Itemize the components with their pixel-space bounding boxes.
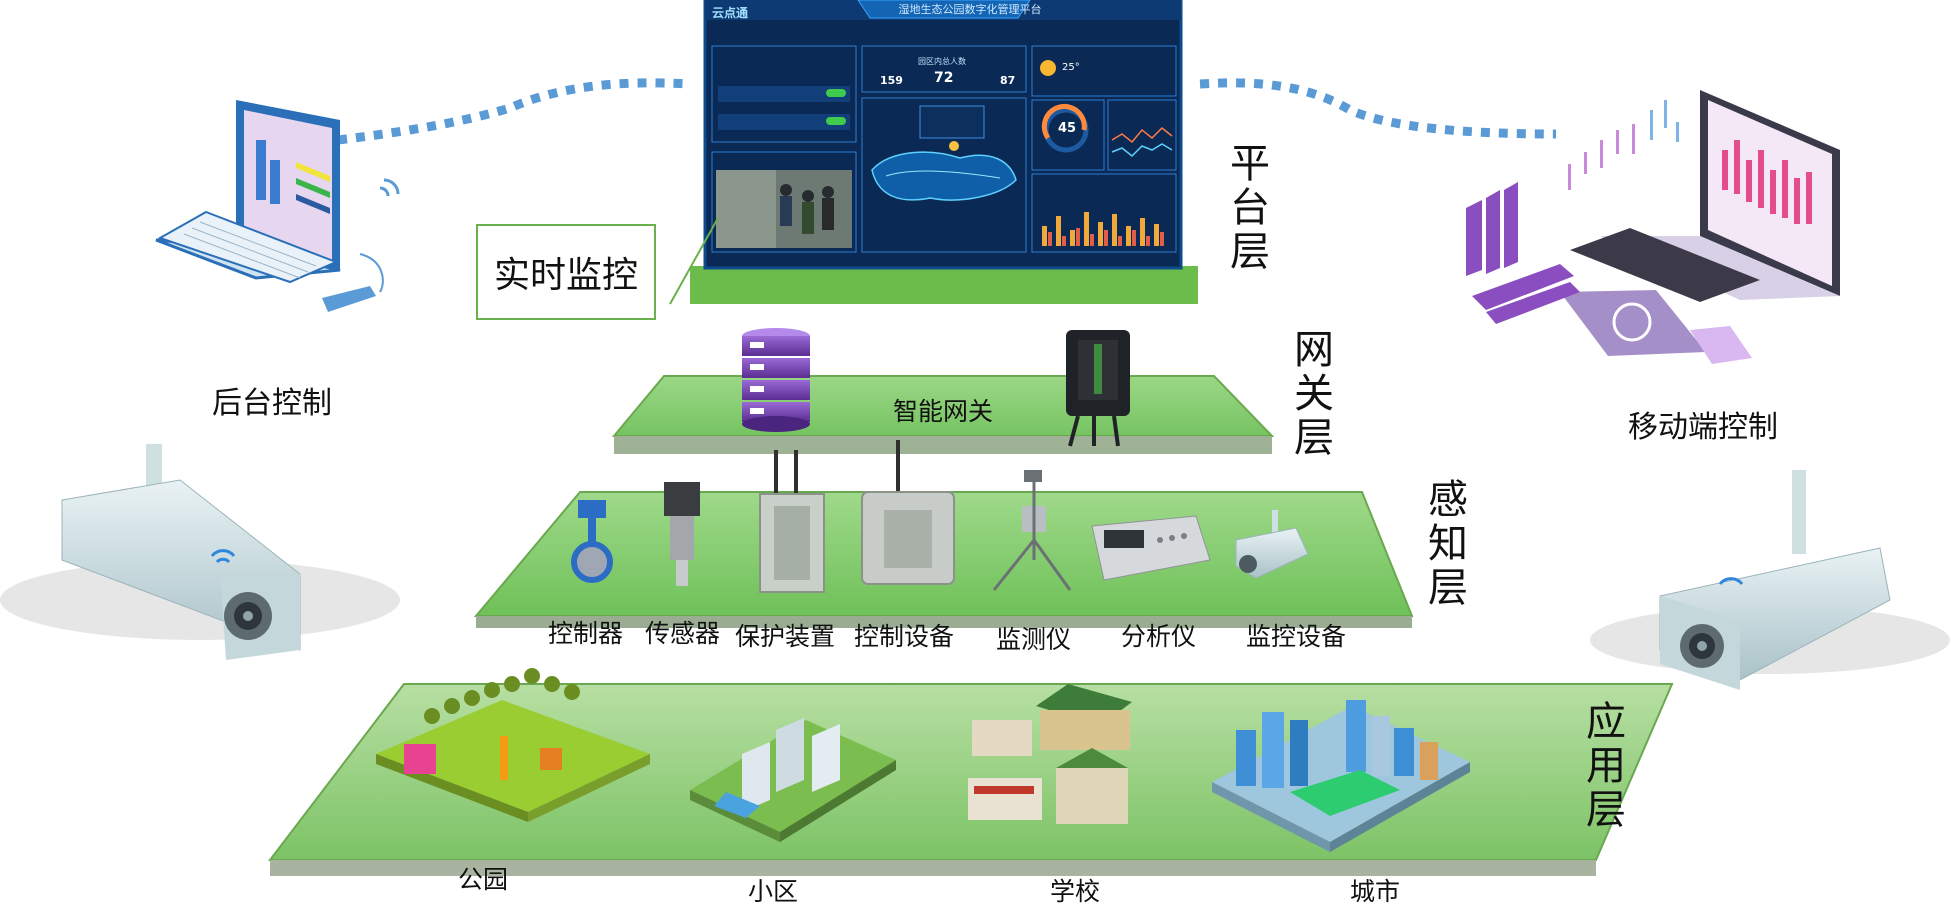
school-scene-illustration: [968, 684, 1132, 824]
control-equipment-icon: [861, 440, 955, 585]
mobile-control-label: 移动端控制: [1628, 410, 1778, 445]
dashboard-temperature: 25°: [1062, 62, 1080, 73]
device-label-protection: 保护装置: [735, 622, 836, 651]
dashboard-brand: 云点通: [712, 6, 749, 20]
protection-device-icon: [759, 450, 825, 593]
scene-label-park: 公园: [458, 865, 509, 894]
gateway-layer-title: 网 关 层: [1294, 327, 1334, 461]
scene-label-residential: 小区: [748, 877, 799, 906]
gateway-box-icon: [1066, 330, 1130, 447]
sensing-layer-title: 感 知 层: [1428, 477, 1468, 611]
dashboard-screen: [703, 0, 1183, 270]
dashboard-metric-main: 72: [934, 70, 954, 86]
mobile-control-illustration: [1466, 90, 1840, 364]
realtime-monitoring-callout: 实时监控: [476, 224, 656, 320]
backend-control-label: 后台控制: [212, 386, 332, 421]
laptop-left-illustration: [155, 100, 400, 312]
server-stack-icon: [742, 328, 810, 432]
analyzer-icon: [1091, 515, 1211, 581]
dashboard-gauge-value: 45: [1058, 121, 1077, 136]
device-label-sensor: 传感器: [645, 619, 721, 648]
valve-controller-icon: [571, 500, 613, 583]
dashboard-metric-right: 87: [1000, 74, 1016, 87]
device-label-control-equipment: 控制设备: [854, 622, 955, 651]
platform-layer-title: 平 台 层: [1230, 141, 1270, 275]
application-layer-title: 应 用 层: [1586, 699, 1626, 833]
pressure-sensor-icon: [664, 482, 700, 586]
device-label-analyzer: 分析仪: [1121, 622, 1197, 651]
park-scene-illustration: [376, 668, 650, 822]
city-scene-illustration: [1212, 700, 1470, 852]
dashboard-title: 湿地生态公园数字化管理平台: [898, 3, 1042, 16]
scene-label-city: 城市: [1350, 877, 1401, 906]
scene-label-school: 学校: [1050, 877, 1101, 906]
dashboard-metric-left: 159: [880, 74, 903, 87]
monitor-camera-device-icon: [1235, 510, 1309, 579]
link-right-dotted: [1199, 78, 1557, 139]
callout-connector: [669, 217, 719, 305]
dashboard-metric-label: 园区内总人数: [918, 57, 966, 66]
residential-scene-illustration: [690, 718, 896, 842]
platform-layer-base: [690, 266, 1198, 304]
monitor-tripod-icon: [992, 470, 1072, 591]
device-label-monitor: 监测仪: [996, 625, 1072, 654]
camera-right-illustration: [1590, 470, 1950, 690]
link-left-dotted: [337, 78, 691, 145]
camera-left-illustration: [0, 444, 400, 660]
smart-gateway-label: 智能网关: [893, 397, 994, 426]
device-label-controller: 控制器: [548, 619, 624, 648]
device-label-surveillance: 监控设备: [1246, 622, 1347, 651]
